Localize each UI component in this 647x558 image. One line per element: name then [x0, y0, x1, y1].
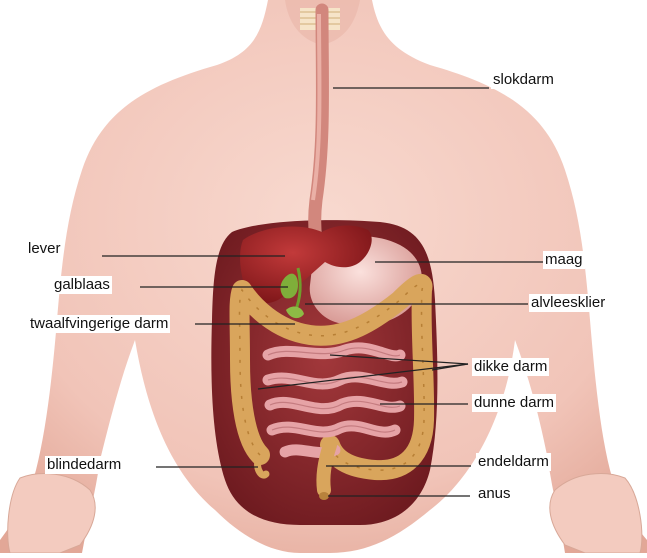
label-dikke-darm: dikke darm	[472, 358, 549, 376]
label-lever: lever	[26, 240, 63, 258]
label-endeldarm: endeldarm	[476, 453, 551, 471]
label-blindedarm: blindedarm	[45, 456, 123, 474]
rectum	[323, 445, 330, 490]
label-alvleesklier: alvleesklier	[529, 294, 607, 312]
anus	[319, 492, 329, 500]
left-hand	[8, 474, 96, 553]
right-hand	[550, 474, 642, 553]
label-maag: maag	[543, 251, 585, 269]
label-dunne-darm: dunne darm	[472, 394, 556, 412]
label-anus: anus	[476, 485, 513, 503]
label-twaalfvingerige-darm: twaalfvingerige darm	[28, 315, 170, 333]
label-galblaas: galblaas	[52, 276, 112, 294]
label-slokdarm: slokdarm	[491, 71, 556, 89]
